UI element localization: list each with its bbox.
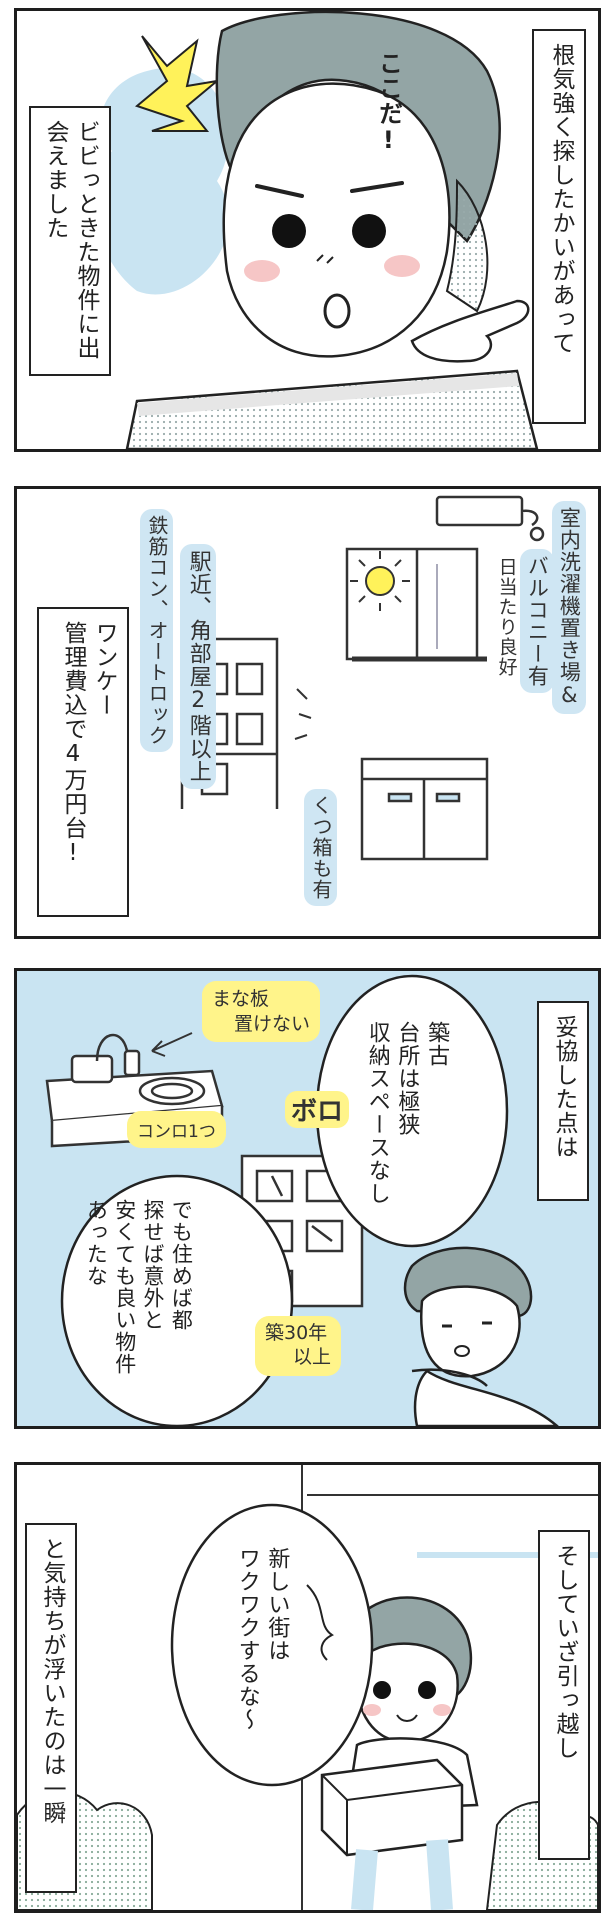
thought-line-1: でも住めば都 [169, 1199, 194, 1331]
sun-icon [350, 551, 410, 611]
note-age-line-1: 築30年 [265, 1322, 328, 1344]
thought-bubble-text: でも住めば都 探せば意外と 安くても良い物件 あったな [82, 1199, 195, 1414]
comic-panel-3: 妥協した点は 築古 台所は極狭 収納スペースなし まな板 置けない コンロ1つ … [14, 968, 601, 1429]
speech-bubble [170, 1503, 374, 1787]
thought-line-3: 安くても良い物件 [112, 1199, 137, 1375]
caption-line-1: ワンケー [91, 621, 117, 717]
bubble-line-2: 台所は極狭 [394, 1021, 420, 1136]
speech-text: ここだ! [374, 51, 403, 155]
panel-2-illustration [180, 495, 545, 861]
thought-bubble [60, 1174, 294, 1426]
caption-left: と気持ちが浮いたのは一瞬 [25, 1523, 77, 1893]
spark-icon [134, 35, 221, 132]
note-laundry: 室内洗濯機置き場& [552, 501, 587, 714]
note-balcony: バルコニー有 [520, 549, 555, 693]
bubble-line-3: 収納スペースなし [364, 1021, 390, 1205]
caption-right: 根気強く探したかいがあって [532, 29, 586, 424]
panel-4-illustration [17, 1465, 598, 1910]
right-eye [352, 214, 386, 248]
bubble-line-2: ワクワクするな〜 [234, 1547, 260, 1731]
note-sun: 日当たり良好 [495, 557, 518, 677]
caption-box: ワンケー 管理費込で4万円台! [37, 607, 129, 917]
character-moving [320, 1596, 479, 1910]
bubble-line-1: 築古 [424, 1021, 450, 1067]
note-stove: コンロ1つ [127, 1111, 226, 1148]
bubble-line-1: 新しい街は [264, 1547, 290, 1662]
panel-1-illustration [93, 11, 539, 449]
speech-bubble-text: 築古 台所は極狭 収納スペースなし [362, 1021, 451, 1246]
window-icon [345, 547, 487, 662]
caption-left: ビビっときた物件に出会えました [29, 106, 111, 376]
speech-bubble-text: 新しい街は ワクワクするな〜 [232, 1547, 291, 1747]
air-conditioner-icon [435, 495, 545, 542]
left-eye [272, 214, 306, 248]
caption-box: 妥協した点は [537, 1001, 589, 1201]
note-rc: 鉄筋コン、オートロック [140, 509, 173, 752]
note-board: まな板 置けない [202, 981, 321, 1043]
comic-panel-1: 根気強く探したかいがあって ビビっときた物件に出会えました ここだ! [14, 8, 601, 452]
caption-line-2: 管理費込で4万円台! [59, 621, 86, 867]
box-icon [320, 1758, 464, 1857]
note-board-line-1: まな板 [212, 988, 270, 1010]
thought-line-4: あったな [84, 1199, 109, 1287]
note-shoes: くつ箱も有 [304, 789, 337, 906]
note-board-line-2: 置けない [234, 1012, 311, 1035]
pointing-hand [410, 299, 530, 363]
comic-panel-2: ワンケー 管理費込で4万円台! 駅近、角部屋2階以上 鉄筋コン、オートロック 室… [14, 486, 601, 939]
character-thinking [403, 1246, 559, 1426]
note-age-line-2: 以上 [293, 1345, 332, 1368]
comic-panel-4: そしていざ引っ越し と気持ちが浮いたのは一瞬 新しい街は ワクワクするな〜 [14, 1462, 601, 1913]
caption-right: そしていざ引っ越し [538, 1530, 590, 1860]
note-age: 築30年 以上 [255, 1316, 342, 1376]
shoe-cabinet-icon [360, 757, 489, 861]
note-station: 駅近、角部屋2階以上 [180, 544, 216, 789]
face [222, 82, 451, 358]
thought-line-2: 探せば意外と [141, 1199, 166, 1331]
note-boro: ボロ [285, 1091, 350, 1128]
